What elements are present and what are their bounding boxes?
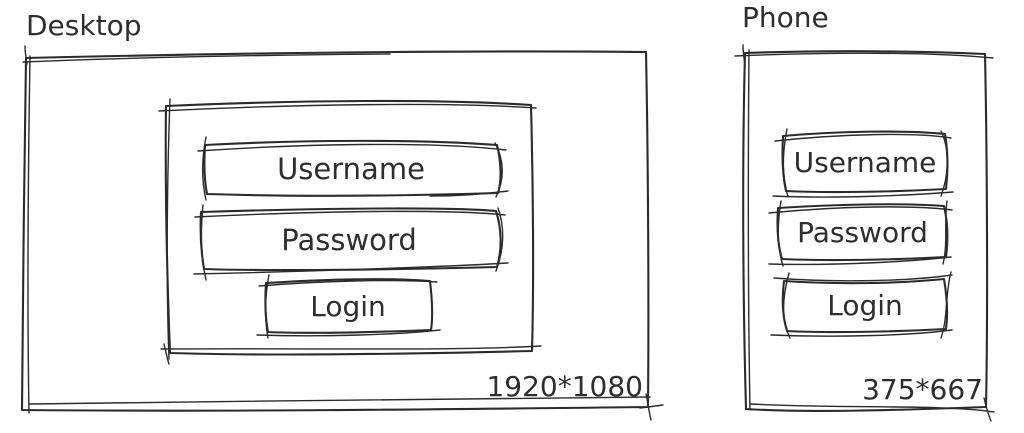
sketch-stroke xyxy=(768,206,953,214)
sketch-stroke xyxy=(782,272,791,339)
sketch-stroke xyxy=(942,200,948,265)
sketch-stroke xyxy=(495,207,504,272)
phone-section-title: Phone xyxy=(742,1,829,34)
desktop-username-input[interactable]: Username xyxy=(202,142,500,196)
sketch-stroke xyxy=(158,103,537,112)
phone-password-input-sketch xyxy=(768,200,953,267)
sketch-stroke xyxy=(940,130,949,197)
phone-username-input[interactable]: Username xyxy=(780,133,950,192)
desktop-section-title: Desktop xyxy=(26,9,142,42)
sketch-stroke xyxy=(777,200,784,267)
sketch-stroke xyxy=(193,262,509,275)
sketch-stroke xyxy=(983,397,992,422)
sketch-stroke xyxy=(22,53,391,63)
desktop-username-input-sketch xyxy=(197,136,509,201)
desktop-frame-sketch xyxy=(20,45,664,421)
sketch-stroke xyxy=(774,133,952,142)
sketch-stroke xyxy=(24,45,28,65)
sketch-stroke xyxy=(770,329,953,337)
sketch-stroke xyxy=(200,204,207,281)
sketch-stroke xyxy=(201,136,207,201)
sketch-stroke xyxy=(749,403,995,413)
sketch-stroke xyxy=(782,128,789,198)
sketch-stroke xyxy=(163,343,170,365)
sketch-stroke xyxy=(747,49,751,411)
sketch-stroke xyxy=(256,329,441,337)
sketch-stroke xyxy=(734,52,994,59)
phone-password-placeholder: Password xyxy=(797,216,928,249)
sketch-stroke xyxy=(772,191,954,198)
sketch-stroke xyxy=(940,271,952,339)
phone-login-button[interactable]: Login xyxy=(780,278,950,333)
sketch-stroke xyxy=(264,278,434,334)
sketch-stroke xyxy=(164,99,535,356)
desktop-login-button-sketch xyxy=(256,274,441,339)
phone-username-input-sketch xyxy=(772,128,954,198)
sketch-stroke xyxy=(773,274,953,282)
phone-password-input[interactable]: Password xyxy=(775,205,950,260)
desktop-resolution-label: 1920*1080 xyxy=(486,369,643,403)
desktop-password-placeholder: Password xyxy=(281,223,417,257)
desktop-login-button[interactable]: Login xyxy=(263,280,433,333)
sketch-stroke xyxy=(264,274,270,339)
phone-resolution-label: 375*667 xyxy=(862,372,983,406)
sketch-stroke xyxy=(742,44,746,66)
sketch-stroke xyxy=(27,55,31,414)
sketch-stroke xyxy=(29,396,651,405)
sketch-stroke xyxy=(160,345,542,350)
sketch-stroke xyxy=(768,256,952,266)
phone-frame-sketch xyxy=(734,44,995,422)
desktop-form-container-sketch xyxy=(158,98,542,365)
desktop-password-input[interactable]: Password xyxy=(198,209,500,271)
desktop-username-placeholder: Username xyxy=(277,152,425,186)
phone-username-placeholder: Username xyxy=(793,146,937,179)
phone-login-label: Login xyxy=(827,289,903,322)
desktop-login-label: Login xyxy=(310,290,386,323)
desktop-password-input-sketch xyxy=(193,204,509,281)
sketch-stroke xyxy=(429,190,509,197)
sketch-stroke xyxy=(194,210,506,218)
sketch-stroke xyxy=(197,143,507,152)
sketch-stroke xyxy=(258,279,438,287)
sketch-stroke xyxy=(166,98,171,360)
sketch-stroke xyxy=(639,404,664,409)
phone-login-button-sketch xyxy=(770,271,953,339)
